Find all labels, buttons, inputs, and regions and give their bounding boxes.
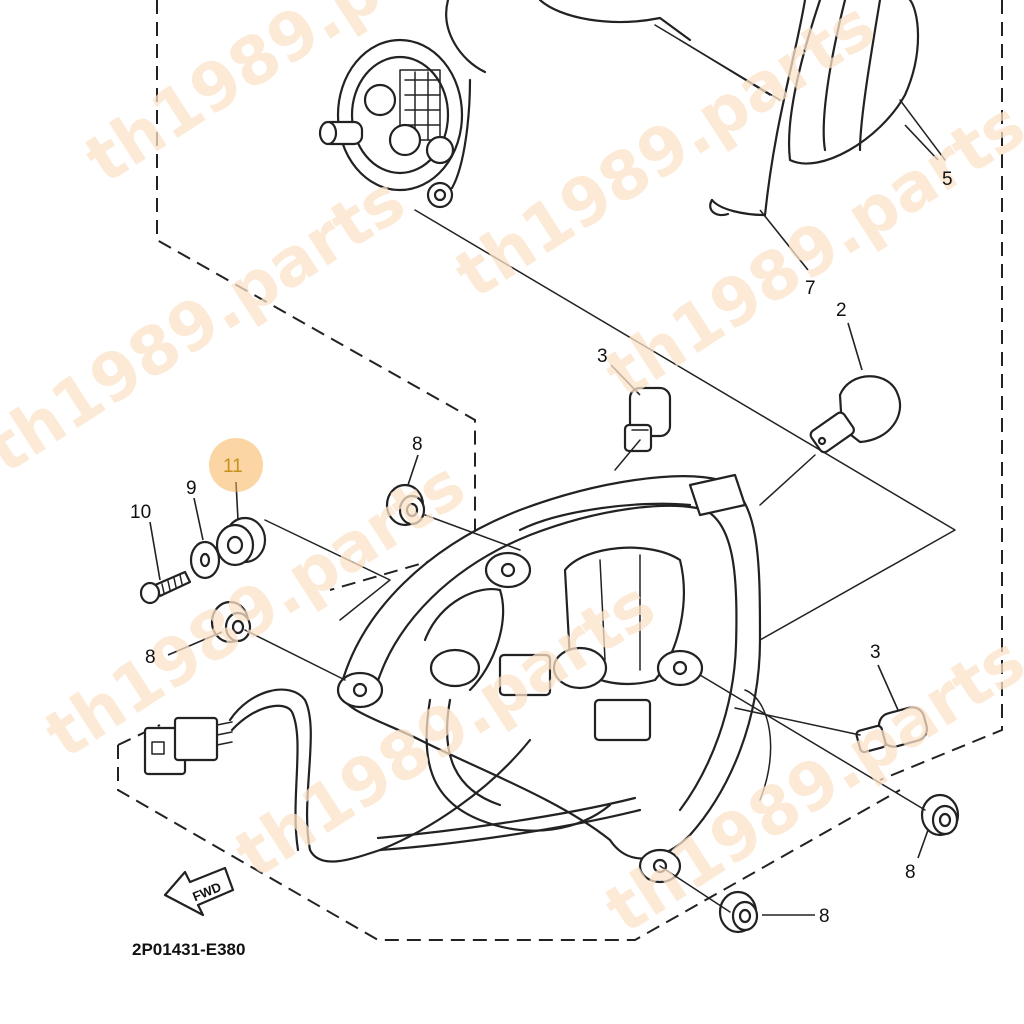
socket-assembly-top [318,38,472,209]
grommet-part-8-bottom [718,890,759,934]
bulb-part-3-upper [623,386,672,453]
callout-3-lower: 3 [870,642,881,663]
headlight-unit-upper [445,0,946,217]
collar-part-11 [215,516,267,567]
watermark-layer: th1989.parts th1989.parts th1989.parts t… [0,0,1024,948]
callout-11: 11 [223,456,243,477]
bulb-part-3-lower [855,706,929,754]
callout-8-left: 8 [145,647,156,668]
callout-3-upper: 3 [597,346,608,367]
screw-part-10 [139,570,192,605]
fwd-arrow-icon: FWD [163,866,235,917]
wire-part-7 [709,198,730,217]
callout-8-right: 8 [905,862,916,883]
callout-highlight [209,438,263,492]
washer-part-9 [189,540,221,580]
assembly-outline-lower [117,724,901,941]
callout-2: 2 [836,300,847,321]
callout-7: 7 [805,278,816,299]
drawing-code: 2P01431-E380 [132,940,245,959]
callout-8-bottom: 8 [819,906,830,927]
grommet-part-8-right [920,793,960,837]
wiring-harness [143,688,642,863]
watermark-3: th1989.parts [0,161,418,488]
assembly-lines [244,209,956,913]
bulb-part-2 [809,375,902,454]
callout-5: 5 [942,169,953,190]
callout-9: 9 [186,478,197,499]
callout-10: 10 [130,502,151,523]
callout-8-upper: 8 [412,434,423,455]
housing-main [336,473,772,884]
leader-lines [149,124,939,916]
grommet-part-8-upper [385,483,426,527]
callout-labels: 5 7 2 3 3 8 8 8 8 9 10 11 [130,169,953,927]
